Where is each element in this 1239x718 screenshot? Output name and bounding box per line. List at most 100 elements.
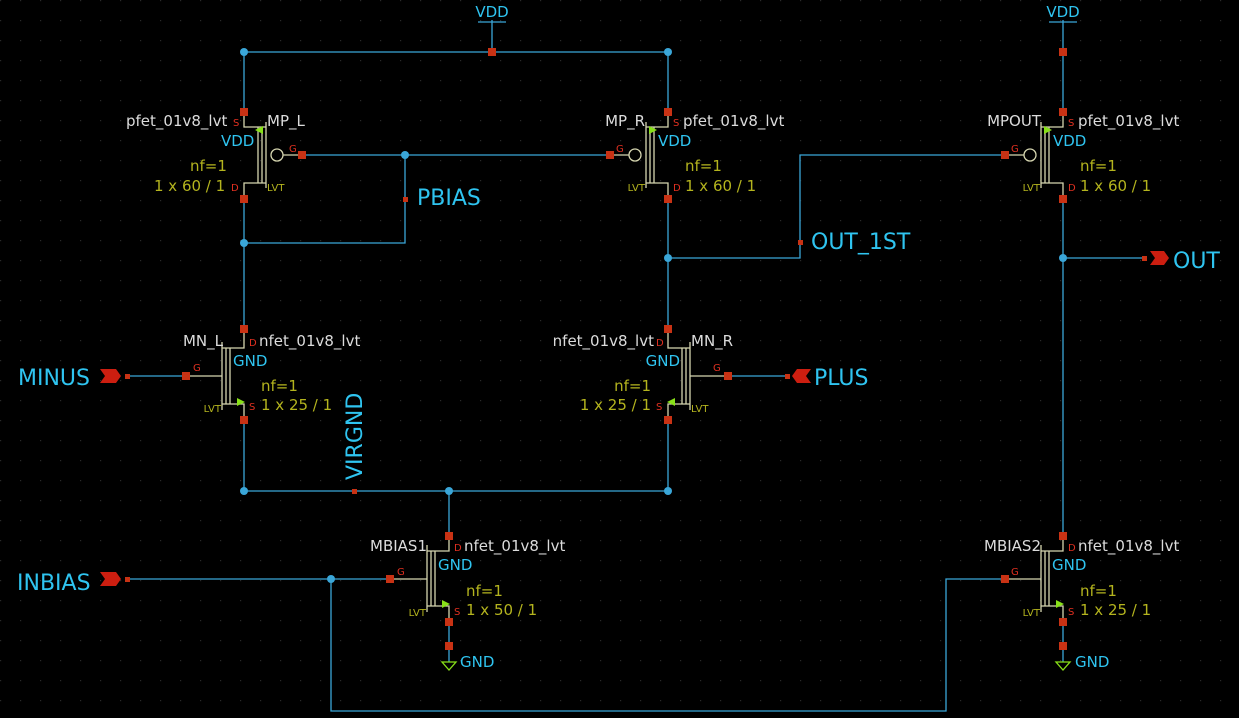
device-model: nfet_01v8_lvt (259, 332, 360, 351)
net-label-virgnd[interactable]: VIRGND (343, 393, 368, 494)
device-size: 1 x 60 / 1 (1080, 177, 1151, 195)
device-size: 1 x 60 / 1 (154, 177, 225, 195)
bulk-net: VDD (658, 132, 691, 150)
device-flavor: LVT (204, 404, 222, 415)
transistor-mpout[interactable]: S D G pfet_01v8_lvt MPOUT VDD nf=1 1 x 6… (987, 108, 1179, 203)
device-size: 1 x 50 / 1 (466, 601, 537, 619)
wire-out1st (668, 154, 1005, 259)
port-inbias[interactable]: INBIAS (17, 571, 130, 596)
supply-pins (488, 48, 1067, 56)
source-terminal-label: S (249, 402, 255, 413)
device-flavor: LVT (628, 183, 646, 194)
device-nf: nf=1 (261, 377, 298, 395)
device-model: nfet_01v8_lvt (1078, 537, 1179, 556)
port-plus[interactable]: PLUS (785, 366, 869, 391)
source-terminal-label: S (1068, 118, 1074, 129)
net-label-out-1st[interactable]: OUT_1ST (798, 230, 911, 255)
bulk-net: VDD (1053, 132, 1086, 150)
device-name: MP_L (267, 112, 305, 131)
device-nf: nf=1 (685, 157, 722, 175)
device-model: nfet_01v8_lvt (553, 332, 654, 351)
net-label-text: PBIAS (417, 186, 481, 211)
device-model: nfet_01v8_lvt (464, 537, 565, 556)
input-port-icon (792, 369, 811, 383)
port-minus[interactable]: MINUS (18, 366, 130, 391)
drain-terminal-label: D (656, 338, 664, 349)
device-name: MN_R (691, 332, 733, 351)
device-flavor: LVT (267, 183, 285, 194)
transistor-mbias1[interactable]: D S G MBIAS1 nfet_01v8_lvt GND nf=1 1 x … (370, 532, 565, 650)
vdd-symbol-left[interactable]: VDD (475, 3, 509, 23)
gnd-label: GND (460, 653, 494, 671)
port-label: OUT (1173, 249, 1220, 274)
vdd-symbol-right[interactable]: VDD (1046, 3, 1080, 23)
device-name: MP_R (605, 112, 645, 131)
device-model: pfet_01v8_lvt (683, 112, 784, 131)
drain-terminal-label: D (1068, 543, 1076, 554)
device-nf: nf=1 (190, 157, 227, 175)
output-port-icon (1150, 251, 1169, 265)
drain-terminal-label: D (1068, 183, 1076, 194)
vdd-label: VDD (475, 3, 508, 21)
junction-dot (401, 151, 409, 159)
port-out[interactable]: OUT (1142, 249, 1220, 274)
device-model: pfet_01v8_lvt (1078, 112, 1179, 131)
net-label-text: VIRGND (343, 393, 368, 480)
wire-pbias-diode (244, 155, 406, 244)
wire-inbias-loop (330, 578, 1005, 712)
gnd-symbol-mbias1[interactable]: GND (440, 653, 494, 671)
port-label: MINUS (18, 366, 90, 391)
bulk-net: GND (646, 352, 680, 370)
gnd-label: GND (1075, 653, 1109, 671)
device-model: pfet_01v8_lvt (126, 112, 227, 131)
junction-dot (327, 575, 335, 583)
device-name: MBIAS1 (370, 537, 427, 555)
vdd-label: VDD (1046, 3, 1079, 21)
gate-terminal-label: G (1011, 144, 1019, 155)
junction-dot (240, 239, 248, 247)
junction-dot (664, 48, 672, 56)
device-flavor: LVT (1023, 183, 1041, 194)
bulk-net: GND (438, 556, 472, 574)
transistor-mbias2[interactable]: D S G MBIAS2 nfet_01v8_lvt GND nf=1 1 x … (984, 532, 1179, 650)
device-size: 1 x 60 / 1 (685, 177, 756, 195)
junction-dot (445, 487, 453, 495)
gate-terminal-label: G (616, 144, 624, 155)
junction-dot (1059, 254, 1067, 262)
bulk-net: GND (1052, 556, 1086, 574)
junction-dot (240, 487, 248, 495)
gate-terminal-label: G (397, 567, 405, 578)
device-flavor: LVT (691, 404, 709, 415)
device-size: 1 x 25 / 1 (261, 396, 332, 414)
drain-terminal-label: D (249, 338, 257, 349)
net-label-text: OUT_1ST (811, 230, 911, 255)
transistor-mp-l[interactable]: S D G pfet_01v8_lvt MP_L VDD nf=1 1 x 60… (126, 108, 306, 203)
device-nf: nf=1 (614, 377, 651, 395)
device-name: MPOUT (987, 112, 1042, 130)
transistor-mp-r[interactable]: S D G pfet_01v8_lvt MP_R VDD nf=1 1 x 60… (605, 108, 784, 203)
transistor-mn-r[interactable]: D S G nfet_01v8_lvt MN_R GND nf=1 1 x 25… (553, 325, 733, 424)
device-name: MN_L (183, 332, 224, 351)
device-name: MBIAS2 (984, 537, 1041, 555)
junction-dot (664, 487, 672, 495)
port-label: PLUS (814, 366, 869, 391)
source-terminal-label: S (656, 402, 662, 413)
net-label-pbias[interactable]: PBIAS (403, 186, 481, 211)
device-nf: nf=1 (466, 582, 503, 600)
source-terminal-label: S (673, 118, 679, 129)
device-nf: nf=1 (1080, 582, 1117, 600)
bulk-net: VDD (221, 132, 254, 150)
gnd-symbol-mbias2[interactable]: GND (1054, 653, 1109, 671)
wires (128, 20, 1145, 712)
gate-terminal-label: G (193, 363, 201, 374)
bulk-net: GND (233, 352, 267, 370)
source-terminal-label: S (1068, 607, 1074, 618)
junctions (240, 48, 1067, 583)
drain-terminal-label: D (454, 543, 462, 554)
input-port-icon (100, 369, 121, 383)
transistor-mn-l[interactable]: D S G MN_L nfet_01v8_lvt GND nf=1 1 x 25… (182, 325, 360, 424)
source-terminal-label: S (454, 607, 460, 618)
device-nf: nf=1 (1080, 157, 1117, 175)
